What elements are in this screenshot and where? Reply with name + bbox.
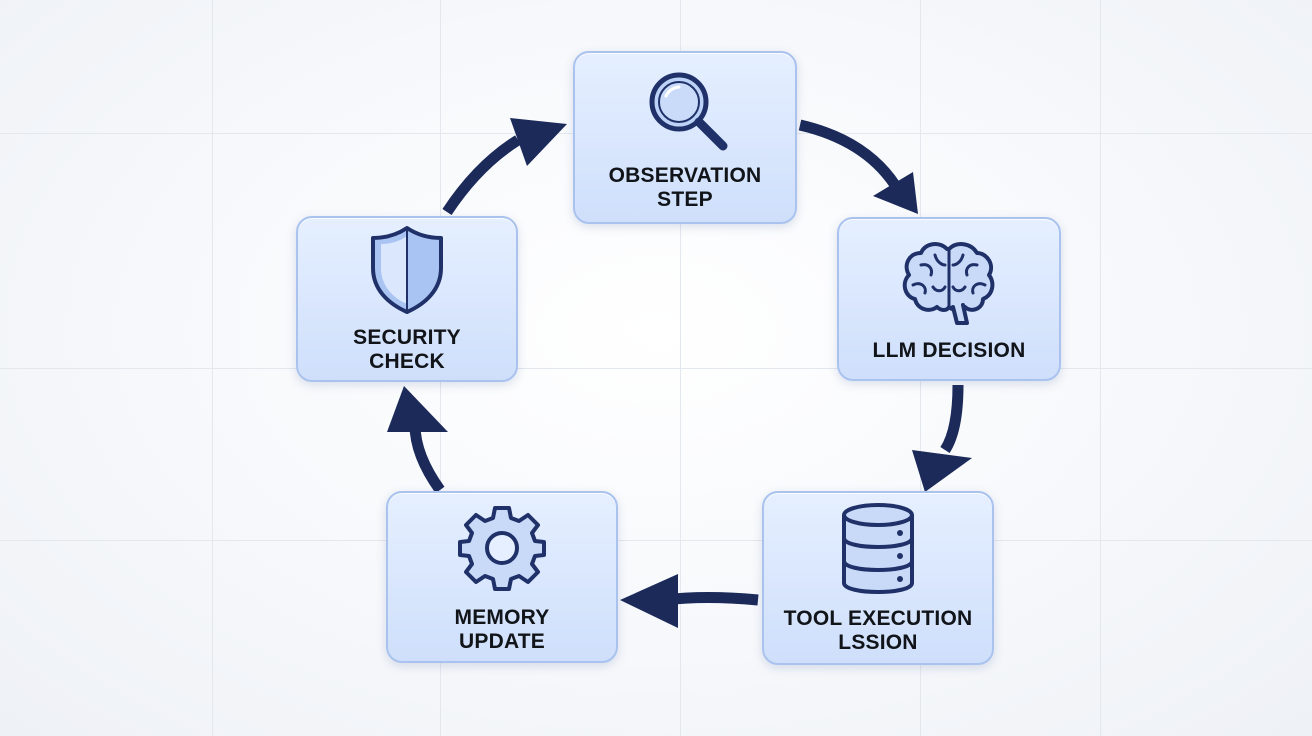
node-security-check: SECURITY CHECK — [296, 216, 518, 382]
grid-line — [0, 368, 1312, 369]
label-line: CHECK — [369, 350, 445, 373]
node-label: SECURITY CHECK — [353, 326, 461, 374]
edge-llm-to-tool — [940, 384, 964, 453]
label-line: LSSION — [838, 631, 918, 654]
label-line: UPDATE — [459, 630, 545, 653]
edge-observation-to-llm — [798, 119, 900, 189]
label-line: TOOL EXECUTION — [783, 607, 973, 630]
edge-security-to-observation — [442, 135, 521, 216]
edge-memory-to-security — [409, 424, 445, 494]
node-observation-step: OBSERVATION STEP — [573, 51, 797, 224]
arrowhead-observation — [510, 118, 567, 166]
arrowhead-memory — [620, 574, 678, 628]
node-label: OBSERVATION STEP — [609, 164, 762, 212]
arrowhead-llm — [873, 172, 918, 214]
gear-icon — [458, 506, 546, 591]
database-icon — [842, 503, 914, 594]
brain-icon — [902, 242, 995, 325]
grid-line — [0, 540, 1312, 541]
label-line: STEP — [657, 187, 713, 211]
node-label: TOOL EXECUTION LSSION — [784, 607, 973, 655]
node-llm-decision: LLM DECISION — [837, 217, 1061, 381]
label-line: LLM DECISION — [872, 339, 1026, 362]
node-label: MEMORY UPDATE — [455, 606, 550, 654]
node-memory-update: MEMORY UPDATE — [386, 491, 618, 663]
label-line: MEMORY — [454, 606, 550, 629]
label-line: OBSERVATION — [608, 163, 762, 187]
edge-tool-to-memory — [664, 592, 759, 606]
arrowhead-security — [387, 386, 448, 432]
magnifier-icon — [649, 72, 728, 150]
arrowhead-tool — [912, 450, 972, 492]
node-tool-execution: TOOL EXECUTION LSSION — [762, 491, 994, 665]
shield-icon — [371, 226, 443, 314]
label-line: SECURITY — [353, 326, 461, 349]
node-label: LLM DECISION — [873, 339, 1026, 363]
